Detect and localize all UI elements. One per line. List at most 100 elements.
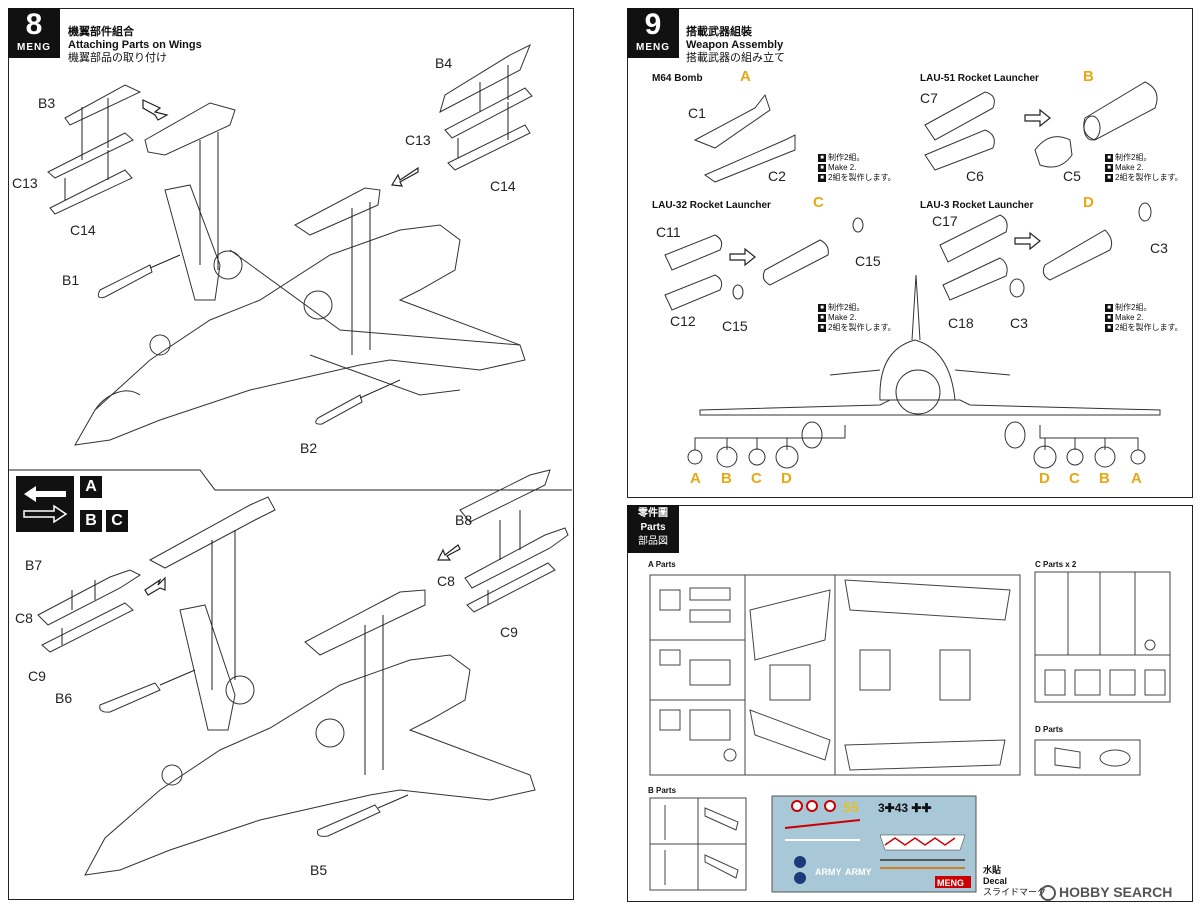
step9-title-jp: 搭載武器の組み立て	[686, 52, 785, 64]
step9-number: 9	[644, 8, 662, 41]
svg-text:MENG: MENG	[937, 878, 964, 888]
label-b6: B6	[55, 690, 73, 706]
label-c9-right: C9	[500, 624, 518, 640]
make-note-c: ■制作2組。 ■Make 2. ■2組を製作します。	[818, 303, 896, 333]
step9-title-cn: 搭載武器組裝	[686, 26, 752, 38]
label-b7: B7	[25, 557, 43, 573]
en-flag-icon: ■	[818, 163, 826, 172]
en-flag-icon: ■	[818, 313, 826, 322]
svg-text:ARMY: ARMY	[845, 867, 872, 877]
station-b-right: B	[1099, 470, 1110, 487]
step8-title-en: Attaching Parts on Wings	[68, 39, 202, 51]
label-c13-left: C13	[12, 175, 38, 191]
station-c-right: C	[1069, 470, 1080, 487]
label-c8-left: C8	[15, 610, 33, 626]
step8-logo: MENG	[17, 42, 51, 53]
label-c7: C7	[920, 90, 938, 106]
station-b-left: B	[721, 470, 732, 487]
d-parts-label: D Parts	[1035, 725, 1064, 734]
label-c3-left: C3	[1010, 315, 1028, 331]
b-parts-label: B Parts	[648, 786, 677, 795]
sub-c-name: LAU-32 Rocket Launcher	[652, 200, 771, 211]
cn-flag-icon: ■	[818, 153, 826, 162]
step9-number-badge: 9 MENG	[627, 8, 679, 58]
step9-frame	[627, 8, 1193, 498]
label-c13-right: C13	[405, 132, 431, 148]
label-c8-right: C8	[437, 573, 455, 589]
sub-a-letter: A	[740, 68, 751, 85]
step9-title-en: Weapon Assembly	[686, 39, 784, 51]
step8-title: 機翼部件組合 Attaching Parts on Wings 機翼部品の取り付…	[68, 26, 202, 65]
label-b1: B1	[62, 272, 80, 288]
jp-flag-icon: ■	[1105, 323, 1113, 332]
option-a-icon: A	[80, 476, 102, 498]
svg-text:55: 55	[843, 799, 859, 815]
jp-flag-icon: ■	[818, 173, 826, 182]
option-c-icon: C	[106, 510, 128, 532]
label-c6: C6	[966, 168, 984, 184]
sub-d-name: LAU-3 Rocket Launcher	[920, 200, 1034, 211]
label-c3-right: C3	[1150, 240, 1168, 256]
step8-number-badge: 8 MENG	[8, 8, 60, 58]
jp-flag-icon: ■	[818, 323, 826, 332]
swap-arrows-icon	[23, 486, 68, 524]
svg-text:3✚43 ✚✚: 3✚43 ✚✚	[878, 801, 932, 815]
parts-title-cn: 零件圖	[638, 508, 668, 519]
label-b8: B8	[455, 512, 473, 528]
jp-flag-icon: ■	[1105, 173, 1113, 182]
step8-title-cn: 機翼部件組合	[68, 26, 134, 38]
decal-cn: 水貼	[983, 865, 1002, 875]
a-parts-label: A Parts	[648, 560, 676, 569]
cn-flag-icon: ■	[818, 303, 826, 312]
label-b3: B3	[38, 95, 56, 111]
hobby-search-watermark: HOBBY SEARCH	[1040, 884, 1172, 902]
label-b4: B4	[435, 55, 453, 71]
en-flag-icon: ■	[1105, 313, 1113, 322]
make-note-b: ■制作2組。 ■Make 2. ■2組を製作します。	[1105, 153, 1183, 183]
step9-logo: MENG	[636, 42, 670, 53]
label-b5: B5	[310, 862, 328, 878]
label-c14-left: C14	[70, 222, 96, 238]
label-c15-left: C15	[722, 318, 748, 334]
label-c17: C17	[932, 213, 958, 229]
step8-frame	[8, 8, 574, 900]
label-c2: C2	[768, 168, 786, 184]
cn-flag-icon: ■	[1105, 153, 1113, 162]
parts-title-jp: 部品図	[638, 536, 668, 547]
station-a-right: A	[1131, 470, 1142, 487]
label-c15-right: C15	[855, 253, 881, 269]
hobby-search-logo-icon	[1040, 885, 1056, 902]
step8-number: 8	[25, 8, 43, 41]
label-b2: B2	[300, 440, 318, 456]
make-note-d: ■制作2組。 ■Make 2. ■2組を製作します。	[1105, 303, 1183, 333]
station-d-right: D	[1039, 470, 1050, 487]
svg-text:ARMY: ARMY	[815, 867, 842, 877]
label-c5: C5	[1063, 168, 1081, 184]
sub-b-name: LAU-51 Rocket Launcher	[920, 73, 1039, 84]
sub-c-letter: C	[813, 194, 824, 211]
decal-en: Decal	[983, 876, 1008, 886]
sub-d-letter: D	[1083, 194, 1094, 211]
decal-jp: スライドマーク	[983, 887, 1047, 897]
label-c9-left: C9	[28, 668, 46, 684]
make-note-a: ■制作2組。 ■Make 2. ■2組を製作します。	[818, 153, 896, 183]
step9-title: 搭載武器組裝 Weapon Assembly 搭載武器の組み立て	[686, 26, 785, 65]
label-c1: C1	[688, 105, 706, 121]
station-c-left: C	[751, 470, 762, 487]
label-c12: C12	[670, 313, 696, 329]
label-c18: C18	[948, 315, 974, 331]
station-a-left: A	[690, 470, 701, 487]
c-parts-label: C Parts x 2	[1035, 560, 1077, 569]
label-c11: C11	[656, 224, 681, 240]
station-d-left: D	[781, 470, 792, 487]
parts-title-en: Parts	[640, 522, 666, 533]
cn-flag-icon: ■	[1105, 303, 1113, 312]
en-flag-icon: ■	[1105, 163, 1113, 172]
step8-title-jp: 機翼部品の取り付け	[68, 52, 167, 64]
sub-a-name: M64 Bomb	[652, 73, 703, 84]
parts-title-badge: 零件圖 Parts 部品図	[627, 505, 679, 553]
option-b-icon: B	[80, 510, 102, 532]
